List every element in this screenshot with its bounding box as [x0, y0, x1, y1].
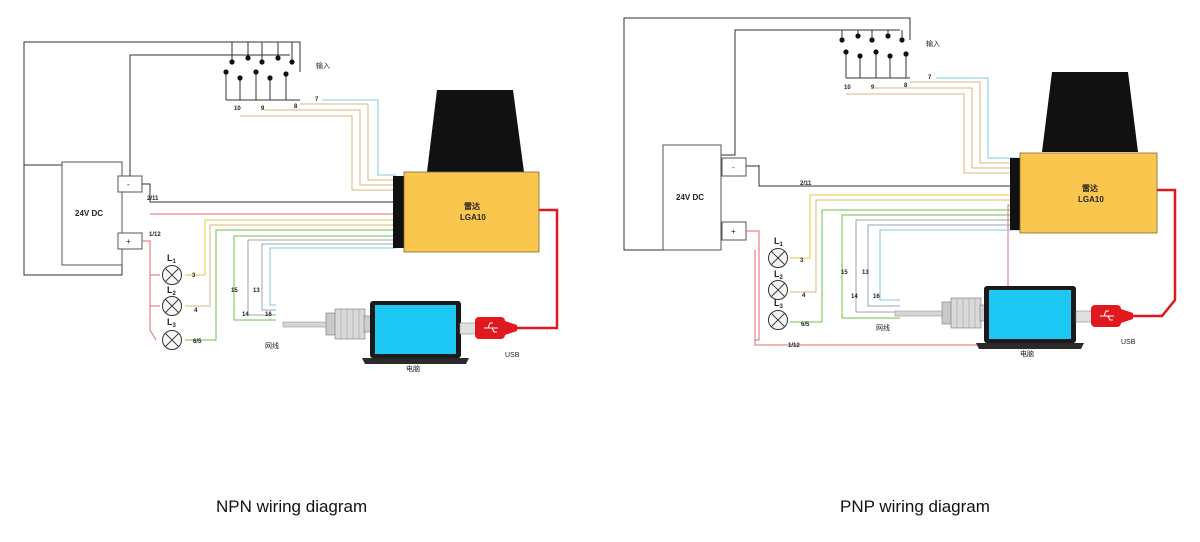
pnp-input-label: 输入	[926, 39, 940, 48]
lamp-1: L1	[162, 253, 182, 285]
pnp-output-wires	[790, 194, 1020, 323]
pnp-caption: PNP wiring diagram	[840, 497, 990, 516]
npn-ethernet-cable	[282, 308, 375, 340]
npn-pin-7: 7	[315, 97, 319, 103]
svg-text:L3: L3	[167, 317, 177, 329]
pnp-diagram: 输入 10 9 8 7 24V DC - + 2/11 1/12	[623, 17, 1177, 358]
pnp-power-supply: 24V DC - +	[662, 144, 747, 251]
npn-pin-8: 8	[294, 104, 298, 110]
pnp-pin-3: 3	[800, 258, 804, 264]
pnp-pin-4: 4	[802, 293, 806, 299]
pnp-pin-7: 7	[928, 75, 932, 81]
npn-switch-dots	[223, 55, 295, 81]
lamp-1-sub: 1	[173, 259, 177, 265]
npn-pin-14: 14	[242, 312, 249, 318]
pnp-network-label: 网线	[876, 323, 890, 332]
lamp-3-label: L	[167, 317, 173, 327]
npn-usb	[459, 208, 559, 339]
npn-radar-model: LGA10	[460, 213, 486, 222]
npn-pin-16: 16	[265, 312, 272, 318]
pnp-lamp-3-label: L	[774, 298, 780, 308]
npn-power-minus: -	[127, 180, 130, 189]
pnp-switch-dots	[839, 33, 909, 59]
pnp-laptop	[976, 286, 1084, 349]
lamp-1-label: L	[167, 253, 173, 263]
npn-input-switches	[225, 42, 300, 101]
npn-pin-15: 15	[231, 288, 238, 294]
pnp-input-wires	[846, 77, 1020, 174]
svg-text:L1: L1	[167, 253, 177, 265]
pnp-outer-wires	[623, 17, 1020, 251]
npn-diagram: 输入 10 9 8 7 24V DC - + 2/11 1/12	[23, 41, 559, 373]
npn-power-supply: 24V DC - +	[61, 161, 143, 266]
npn-laptop	[362, 301, 469, 364]
pnp-pin-14: 14	[851, 294, 858, 300]
lamp-2-label: L	[167, 285, 173, 295]
npn-usb-icon	[484, 322, 498, 333]
lamp-3: L3	[162, 317, 182, 350]
npn-computer-label: 电脑	[406, 364, 420, 373]
pnp-lamp-2: L2	[768, 269, 788, 300]
npn-caption: NPN wiring diagram	[216, 497, 368, 516]
pnp-radar-model: LGA10	[1078, 195, 1104, 204]
npn-radar: 雷达 LGA10	[393, 90, 540, 253]
lamp-3-sub: 3	[173, 323, 177, 329]
pnp-pin-10: 10	[844, 85, 851, 91]
pnp-input-switches	[841, 30, 910, 79]
npn-input-wires	[240, 99, 396, 191]
npn-power-label: 24V DC	[75, 209, 103, 218]
npn-pin-3: 3	[192, 273, 196, 279]
pnp-lamps: L1 L2 L3	[768, 236, 788, 330]
svg-text:L1: L1	[774, 236, 784, 248]
pnp-radar-name: 雷达	[1082, 183, 1098, 193]
npn-pin-4: 4	[194, 308, 198, 314]
svg-text:L2: L2	[167, 285, 177, 297]
npn-input-label: 输入	[316, 61, 330, 70]
pnp-ethernet-cable	[894, 297, 991, 329]
pnp-computer-label: 电脑	[1020, 349, 1034, 358]
pnp-power-label: 24V DC	[676, 193, 704, 202]
pnp-lamp-3: L3	[768, 298, 788, 330]
npn-power-plus: +	[126, 237, 131, 246]
svg-text:L3: L3	[774, 298, 784, 310]
svg-text:L2: L2	[774, 269, 784, 281]
npn-pin-2-11: 2/11	[147, 196, 159, 202]
npn-power-wires	[142, 183, 396, 341]
npn-pin-6-5: 6/5	[193, 339, 202, 345]
pnp-lamp-1-label: L	[774, 236, 780, 246]
lamp-2-sub: 2	[173, 291, 177, 297]
pnp-pin-16: 16	[873, 294, 880, 300]
pnp-lamp-1-sub: 1	[780, 242, 784, 248]
pnp-lamp-2-sub: 2	[780, 275, 784, 281]
pnp-pin-1-12: 1/12	[788, 343, 800, 349]
pnp-usb-icon	[1100, 310, 1114, 321]
pnp-radar: 雷达 LGA10	[1010, 72, 1158, 234]
pnp-power-minus: -	[732, 163, 735, 172]
pnp-usb	[1075, 188, 1177, 327]
pnp-usb-label: USB	[1121, 339, 1136, 346]
pnp-pin-6-5: 6/5	[801, 322, 810, 328]
pnp-lamp-1: L1	[768, 236, 788, 268]
pnp-pin-8: 8	[904, 83, 908, 89]
pnp-pin-2-11: 2/11	[800, 181, 812, 187]
npn-radar-name: 雷达	[464, 201, 480, 211]
npn-lamps: L1 L2 L3	[162, 253, 182, 350]
pnp-lamp-2-label: L	[774, 269, 780, 279]
pnp-lamp-3-sub: 3	[780, 304, 784, 310]
npn-network-label: 网线	[265, 341, 279, 350]
pnp-power-plus: +	[731, 227, 736, 236]
npn-pin-9: 9	[261, 106, 265, 112]
pnp-pin-15: 15	[841, 270, 848, 276]
npn-pin-10: 10	[234, 106, 241, 112]
npn-output-wires	[150, 219, 396, 341]
npn-pin-1-12: 1/12	[149, 232, 161, 238]
npn-pin-13: 13	[253, 288, 260, 294]
lamp-2: L2	[162, 285, 182, 316]
npn-usb-label: USB	[505, 352, 520, 359]
pnp-pin-13: 13	[862, 270, 869, 276]
